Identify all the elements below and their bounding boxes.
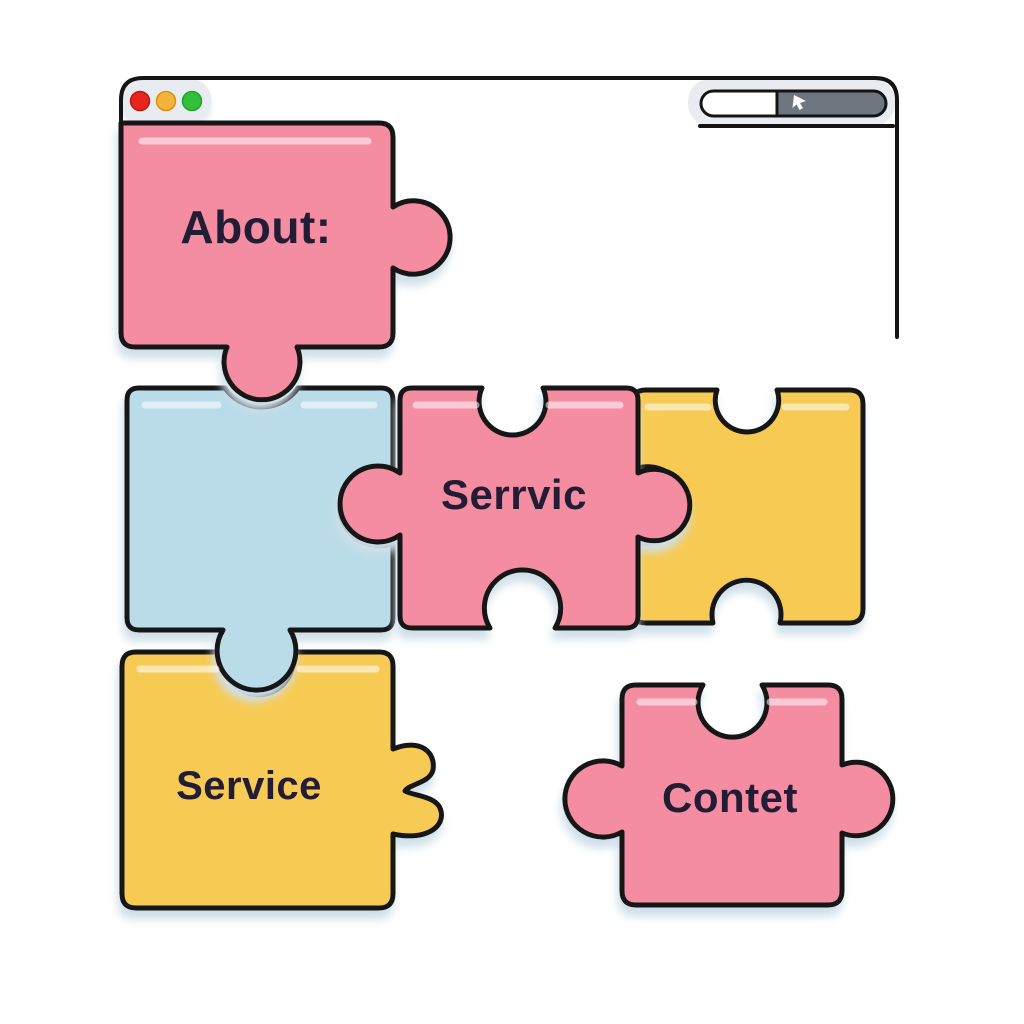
serrvic-piece-label: Serrvic bbox=[441, 471, 587, 518]
close-button-icon[interactable] bbox=[129, 90, 151, 112]
minimize-button-icon[interactable] bbox=[155, 90, 177, 112]
puzzle-piece-blank-blue[interactable] bbox=[124, 385, 396, 693]
browser-window-frame bbox=[119, 76, 899, 339]
contet-piece-label: Contet bbox=[662, 774, 798, 821]
puzzle-piece-contet[interactable] bbox=[562, 682, 896, 908]
gloss-highlights bbox=[136, 137, 850, 706]
puzzle-piece-serrvic[interactable] bbox=[337, 385, 693, 631]
browser-window bbox=[119, 76, 899, 339]
about-piece-label: About: bbox=[180, 201, 331, 253]
address-go-button[interactable] bbox=[777, 91, 886, 116]
puzzle-piece-about[interactable] bbox=[118, 120, 453, 403]
puzzle-piece-service[interactable] bbox=[119, 649, 444, 911]
address-pill-outline bbox=[699, 89, 888, 118]
maximize-button-icon[interactable] bbox=[181, 90, 203, 112]
service-piece-label: Service bbox=[176, 764, 322, 808]
cursor-icon bbox=[792, 95, 806, 110]
